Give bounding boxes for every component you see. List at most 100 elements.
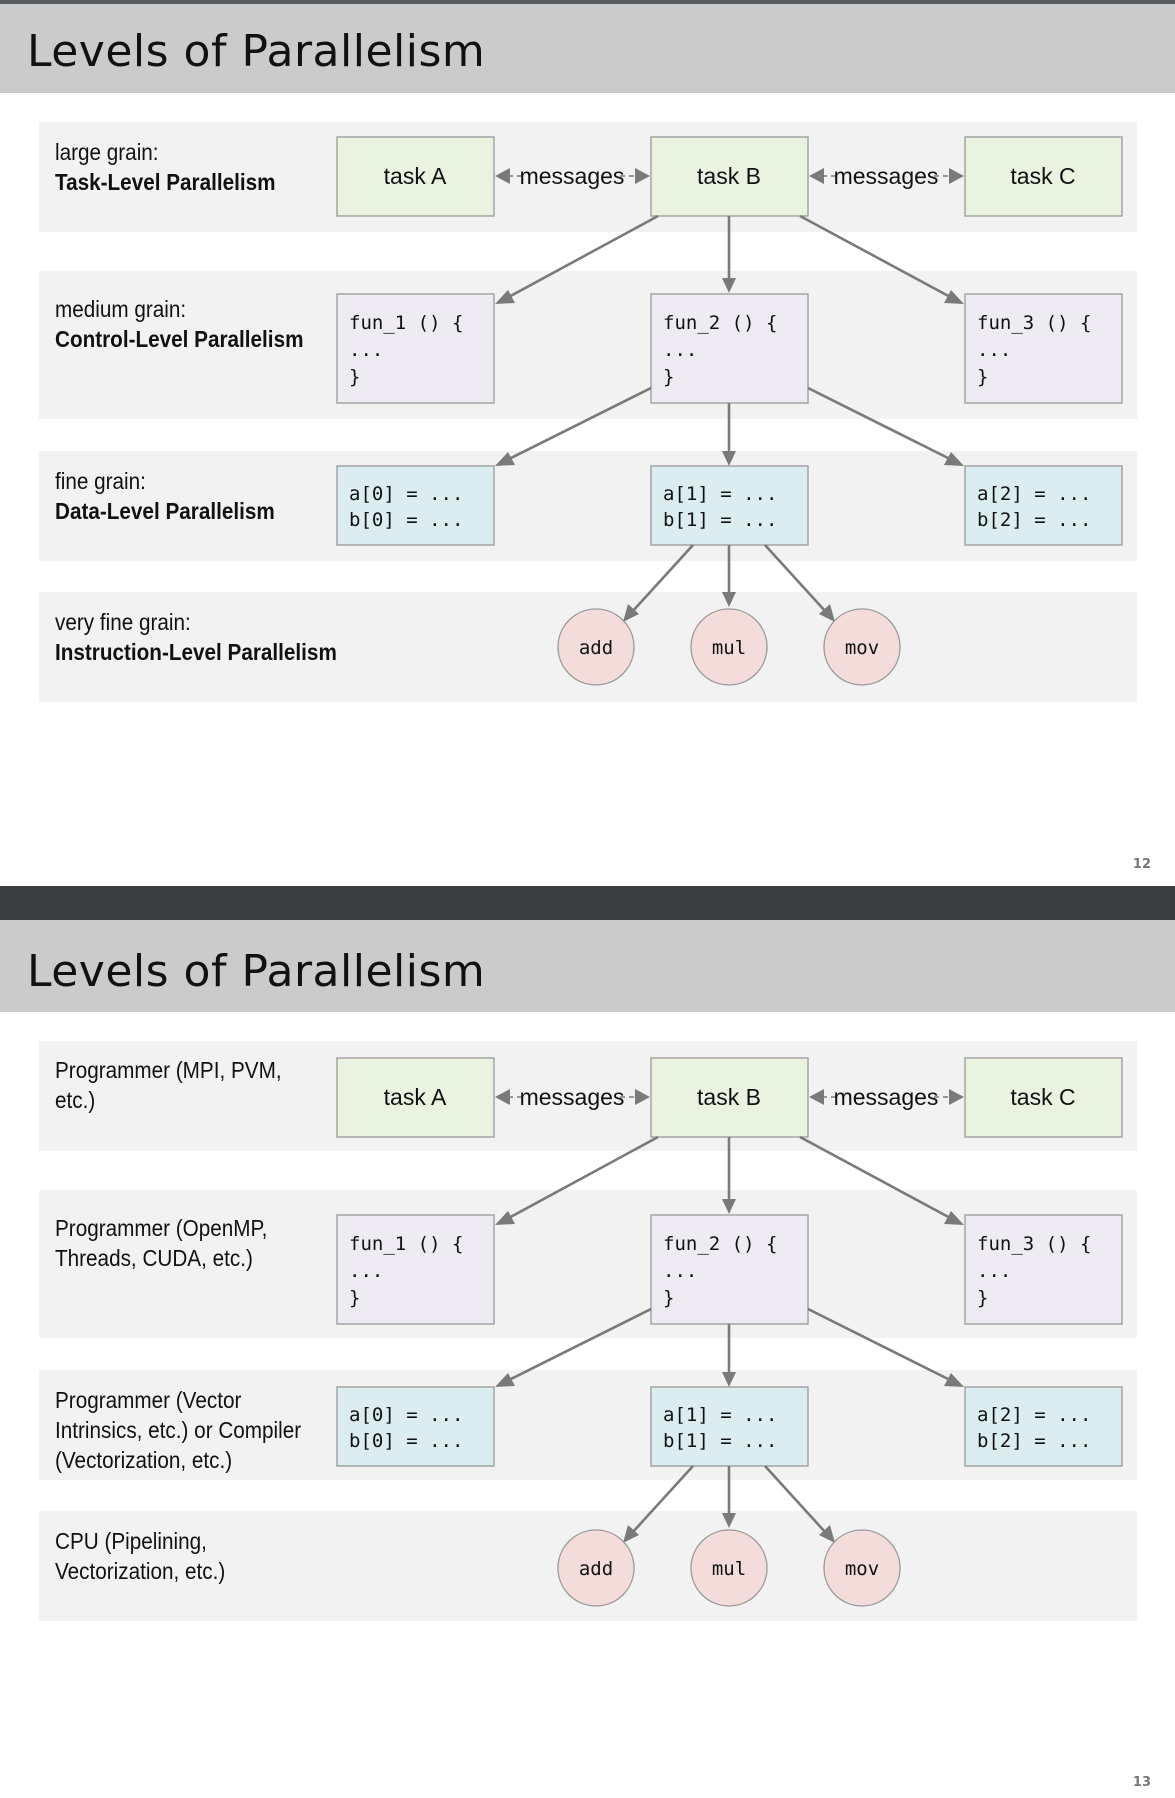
slide-title: Levels of Parallelism [27,26,486,77]
data-op-3-a: a[2] = ... [977,1404,1091,1426]
level-line: Intrinsics, etc.) or Compiler [55,1417,302,1443]
function-1-body: ... [349,1260,383,1282]
title-bar: Levels of Parallelism [0,4,1175,93]
function-3-box [964,293,1123,404]
level-line: Programmer (Vector [55,1387,242,1413]
level-label-data: fine grain: Data-Level Parallelism [55,466,275,526]
task-a-box [336,136,495,217]
data-op-2-b: b[1] = ... [663,1430,777,1452]
arrow-head [944,1373,964,1387]
slide-13: Levels of Parallelism Programmer (MPI, P… [0,920,1175,1798]
arrow-head [623,604,639,622]
level-band-data [39,451,1137,561]
function-2-tail: } [663,366,674,388]
instruction-mul-label: mul [712,637,746,659]
instruction-mul-circle [690,608,768,686]
arrow-head [495,290,515,304]
function-3-head: fun_3 () { [977,1233,1091,1255]
arrow-head [819,604,835,622]
task-c-box [964,1057,1123,1138]
instruction-mov-label: mov [845,1558,879,1580]
level-name: Data-Level Parallelism [55,498,275,524]
data-op-3-b: b[2] = ... [977,1430,1091,1452]
arrow-head [722,1199,736,1214]
data-op-2-a: a[1] = ... [663,1404,777,1426]
slide-title: Levels of Parallelism [27,946,486,997]
arrow-head [722,1513,736,1528]
level-label-control: Programmer (OpenMP, Threads, CUDA, etc.) [55,1213,267,1273]
arrow-head [635,1089,650,1105]
data-op-1-box [336,465,495,546]
data-op-1-a: a[0] = ... [349,1404,463,1426]
level-line: (Vectorization, etc.) [55,1447,233,1473]
messages-label: messages [834,163,939,189]
level-label-task: large grain: Task-Level Parallelism [55,137,276,197]
spawn-arrow [631,544,694,613]
task-c-label: task C [1010,163,1075,189]
data-op-1-box [336,1386,495,1467]
parallelism-diagram: task A task B task C messages messages f… [336,1057,1123,1607]
arrow-head [944,290,964,304]
instruction-add-label: add [579,637,613,659]
level-label-task: Programmer (MPI, PVM, etc.) [55,1055,282,1115]
level-label-instruction: very fine grain: Instruction-Level Paral… [55,607,337,667]
data-op-1-a: a[0] = ... [349,483,463,505]
arrow-head [722,278,736,293]
arrow-head [722,451,736,466]
arrow-head [495,1373,515,1387]
function-2-body: ... [663,1260,697,1282]
page-number: 12 [1132,857,1151,872]
messages-label: messages [520,163,625,189]
spawn-arrow [764,1465,827,1534]
arrow-head [722,1372,736,1387]
parallelism-diagram: task A task B task C messages messages f… [336,136,1123,686]
data-op-3-a: a[2] = ... [977,483,1091,505]
level-label-control: medium grain: Control-Level Parallelism [55,294,303,354]
spawn-arrow [504,1307,652,1384]
level-line: Vectorization, etc.) [55,1558,226,1584]
function-1-tail: } [349,1287,360,1309]
arrow-head [495,1211,515,1225]
function-3-body: ... [977,1260,1011,1282]
spawn-arrow [504,1135,659,1222]
data-op-2-a: a[1] = ... [663,483,777,505]
level-line: Programmer (OpenMP, [55,1215,268,1241]
data-op-2-b: b[1] = ... [663,509,777,531]
data-op-3-box [964,465,1123,546]
arrow-head [809,1089,824,1105]
arrow-head [495,168,510,184]
task-b-box [650,136,809,217]
instruction-add-label: add [579,1558,613,1580]
arrow-head [944,452,964,466]
level-grain: very fine grain: [55,609,191,635]
instruction-mul-circle [690,1529,768,1607]
function-2-head: fun_2 () { [663,312,777,334]
slide-12: Levels of Parallelism large grain: Task-… [0,0,1175,886]
level-grain: fine grain: [55,468,146,494]
data-op-3-box [964,1386,1123,1467]
function-2-box [650,293,809,404]
task-a-box [336,1057,495,1138]
arrow-head [623,1525,639,1543]
instruction-add-circle [557,1529,635,1607]
instruction-mul-label: mul [712,1558,746,1580]
instruction-add-circle [557,608,635,686]
slide-top-border [0,0,1175,4]
spawn-arrow [799,214,955,301]
arrow-head [809,168,824,184]
arrow-head [495,1089,510,1105]
task-c-box [964,136,1123,217]
function-3-tail: } [977,1287,988,1309]
level-name: Control-Level Parallelism [55,326,304,352]
function-1-body: ... [349,339,383,361]
level-label-instruction: CPU (Pipelining, Vectorization, etc.) [55,1526,225,1586]
data-op-1-b: b[0] = ... [349,509,463,531]
arrow-head [495,452,515,466]
function-1-box [336,1214,495,1325]
arrow-head [635,168,650,184]
messages-label: messages [834,1084,939,1110]
arrow-head [819,1525,835,1543]
level-band-data [39,1370,1137,1480]
spawn-arrow [631,1465,694,1534]
title-bar: Levels of Parallelism [0,920,1175,1012]
